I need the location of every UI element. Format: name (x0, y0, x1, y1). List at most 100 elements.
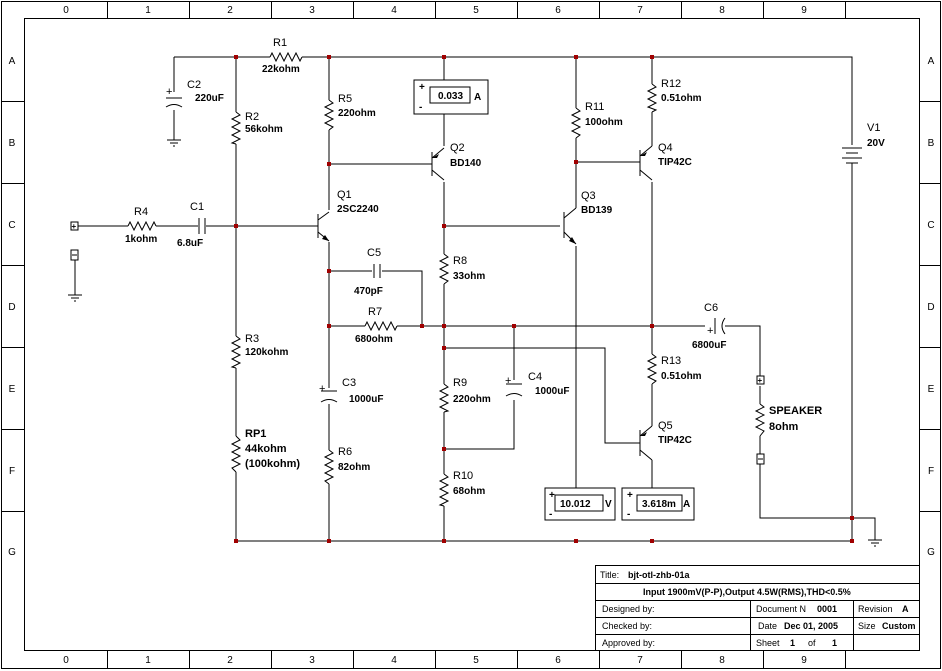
grid-row-label: D (8, 302, 15, 313)
svg-text:of: of (808, 638, 816, 648)
grid-column-label: 7 (637, 655, 643, 666)
grid-row-label: B (928, 138, 935, 149)
svg-text:Document N: Document N (756, 604, 806, 614)
grid-column-label: 4 (391, 5, 397, 16)
grid-column-label: 8 (719, 5, 725, 16)
svg-text:1000uF: 1000uF (535, 386, 569, 397)
resistor-r5: R5 220ohm (323, 93, 376, 131)
grid-column-label: 7 (637, 5, 643, 16)
svg-text:TIP42C: TIP42C (658, 157, 692, 168)
resistor-r8: R8 33ohm (438, 253, 485, 285)
svg-text:Checked by:: Checked by: (602, 621, 652, 631)
svg-text:Dec 01, 2005: Dec 01, 2005 (784, 621, 838, 631)
svg-text:R6: R6 (338, 446, 352, 458)
svg-text:6.8uF: 6.8uF (177, 238, 203, 249)
svg-text:6800uF: 6800uF (692, 340, 726, 351)
svg-text:3.618m: 3.618m (642, 499, 676, 510)
svg-text:(100kohm): (100kohm) (245, 458, 300, 470)
grid-column-label: 9 (801, 5, 807, 16)
title-description: Input 1900mV(P-P),Output 4.5W(RMS),THD<0… (643, 587, 851, 597)
svg-text:Q5: Q5 (658, 420, 673, 432)
svg-text:1000uF: 1000uF (349, 394, 383, 405)
svg-text:R1: R1 (273, 37, 287, 49)
grid-column-label: 0 (63, 655, 69, 666)
svg-text:0.51ohm: 0.51ohm (661, 371, 702, 382)
grid-column-label: 4 (391, 655, 397, 666)
grid-column-label: 0 (63, 5, 69, 16)
capacitor-c6: + C6 6800uF (692, 302, 726, 351)
title-label: Title: (600, 570, 619, 580)
svg-text:C1: C1 (190, 201, 204, 213)
svg-text:A: A (683, 499, 690, 510)
svg-text:A: A (902, 604, 909, 614)
grid-row-label: F (928, 466, 934, 477)
grid-column-label: 5 (473, 5, 479, 16)
grid-row-label: C (8, 220, 15, 231)
svg-text:V1: V1 (867, 122, 880, 134)
ammeter-1: + - 0.033 A (413, 79, 489, 115)
svg-text:Revision: Revision (858, 604, 893, 614)
svg-text:0.033: 0.033 (438, 91, 463, 102)
svg-text:R2: R2 (245, 111, 259, 123)
grid-column-label: 8 (719, 655, 725, 666)
resistor-r11: R11 100ohm (570, 101, 623, 139)
grid-column-label: 3 (309, 5, 315, 16)
svg-text:Q1: Q1 (337, 189, 352, 201)
title-value: bjt-otl-zhb-01a (628, 570, 690, 580)
svg-text:470pF: 470pF (354, 286, 383, 297)
transistor-q1: Q1 2SC2240 (317, 189, 379, 242)
svg-text:+: + (707, 325, 713, 337)
ammeter-2: + - 3.618m A (621, 487, 695, 521)
svg-text:C2: C2 (187, 79, 201, 91)
svg-text:R3: R3 (245, 333, 259, 345)
svg-text:TIP42C: TIP42C (658, 435, 692, 446)
resistor-r7: R7 680ohm (355, 306, 398, 345)
speaker: + SPEAKER 8ohm (754, 375, 822, 465)
svg-text:-: - (549, 509, 552, 520)
svg-text:Custom: Custom (882, 621, 916, 631)
svg-text:220uF: 220uF (195, 93, 224, 104)
grid-column-label: 3 (309, 655, 315, 666)
svg-text:22kohm: 22kohm (262, 64, 300, 75)
grid-row-label: A (928, 56, 935, 67)
resistor-r4: R4 1kohm (125, 206, 157, 245)
svg-text:+: + (549, 490, 555, 501)
resistor-r9: R9 220ohm (438, 377, 491, 413)
grid-row-label: D (927, 302, 934, 313)
svg-text:Q2: Q2 (450, 142, 465, 154)
svg-text:Q4: Q4 (658, 142, 673, 154)
grid-row-label: F (9, 466, 15, 477)
svg-text:Date: Date (758, 621, 777, 631)
grid-row-label: E (928, 384, 935, 395)
grid-row-label: G (927, 547, 935, 558)
svg-text:+: + (627, 490, 633, 501)
svg-text:BD139: BD139 (581, 205, 613, 216)
grid-column-label: 1 (145, 655, 151, 666)
svg-text:1: 1 (790, 638, 795, 648)
capacitor-c5: C5 470pF (354, 247, 383, 297)
svg-text:1kohm: 1kohm (125, 234, 157, 245)
svg-text:R8: R8 (453, 255, 467, 267)
grid-column-label: 2 (227, 655, 233, 666)
ground-icon (868, 539, 882, 547)
svg-text:0.51ohm: 0.51ohm (661, 93, 702, 104)
svg-text:+: + (319, 383, 325, 395)
grid-column-label: 5 (473, 655, 479, 666)
svg-text:10.012: 10.012 (560, 499, 591, 510)
junction-dots (234, 55, 854, 543)
svg-text:R9: R9 (453, 377, 467, 389)
svg-text:33ohm: 33ohm (453, 271, 485, 282)
svg-text:Size: Size (858, 621, 876, 631)
capacitor-c1: C1 6.8uF (177, 201, 206, 249)
svg-text:C5: C5 (367, 247, 381, 259)
resistor-r2: R2 56kohm (230, 111, 283, 145)
svg-text:C3: C3 (342, 377, 356, 389)
svg-text:R4: R4 (134, 206, 148, 218)
wires (74, 56, 876, 542)
svg-text:68ohm: 68ohm (453, 486, 485, 497)
grid-column-label: 2 (227, 5, 233, 16)
svg-text:680ohm: 680ohm (355, 334, 393, 345)
transistor-q4: Q4 TIP42C (639, 142, 692, 181)
